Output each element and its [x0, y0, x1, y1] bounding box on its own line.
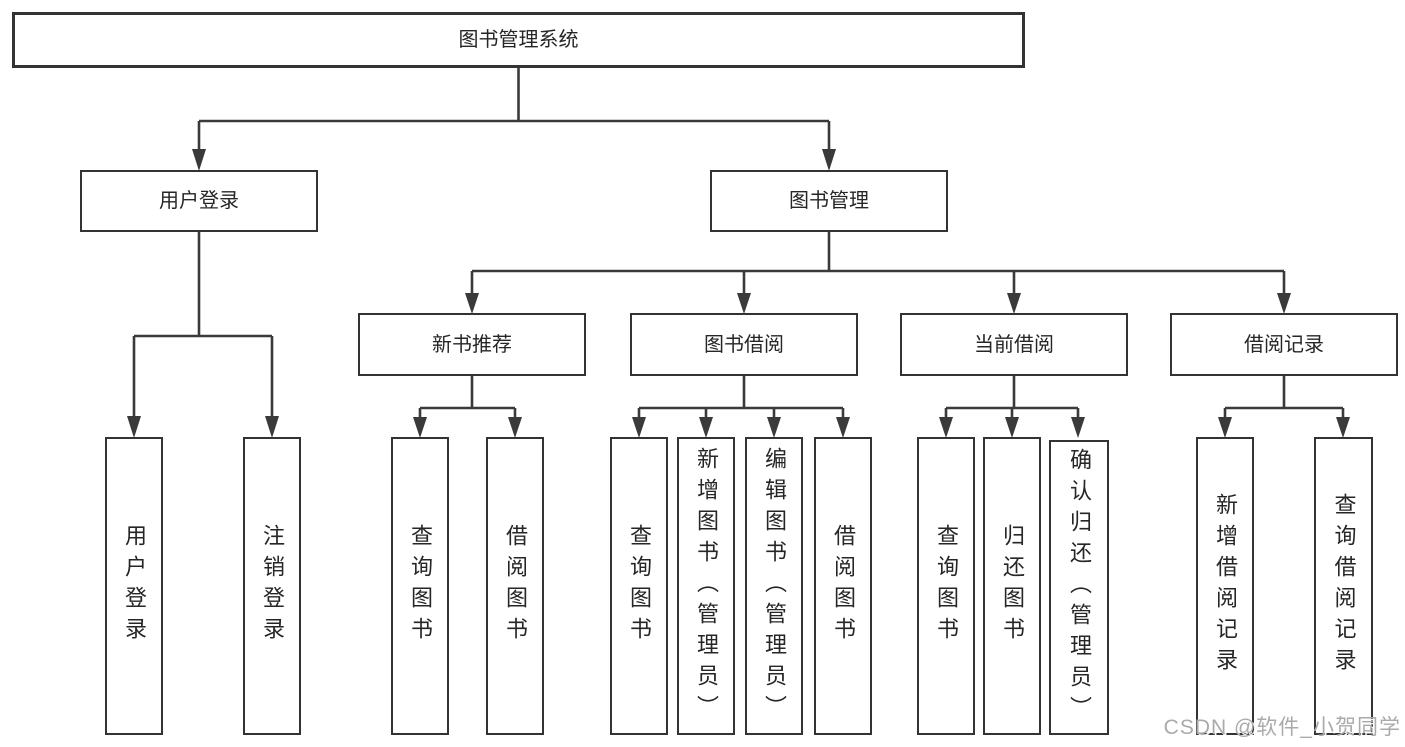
node-current-borrowing: 当前借阅 [900, 313, 1128, 376]
leaf-borrowing-add-books-admin: 新增图书（管理员） [677, 437, 735, 735]
node-borrowing-records: 借阅记录 [1170, 313, 1398, 376]
leaf-borrowing-borrow-books: 借阅图书 [814, 437, 872, 735]
leaf-current-query-books: 查询图书 [917, 437, 975, 735]
leaf-recommend-borrow-books: 借阅图书 [486, 437, 544, 735]
leaf-recommend-query-books: 查询图书 [391, 437, 449, 735]
leaf-current-confirm-return-admin: 确认归还（管理员） [1049, 440, 1109, 735]
node-book-management: 图书管理 [710, 170, 948, 232]
node-new-book-recommendation: 新书推荐 [358, 313, 586, 376]
leaf-borrowing-edit-books-admin: 编辑图书（管理员） [745, 437, 803, 735]
node-library-management-system: 图书管理系统 [12, 12, 1025, 68]
leaf-borrowing-query-books: 查询图书 [610, 437, 668, 735]
leaf-logout: 注销登录 [243, 437, 301, 735]
leaf-records-add-borrow-record: 新增借阅记录 [1196, 437, 1254, 735]
leaf-user-login: 用户登录 [105, 437, 163, 735]
leaf-records-query-borrow-record: 查询借阅记录 [1314, 437, 1373, 735]
node-book-borrowing: 图书借阅 [630, 313, 858, 376]
leaf-current-return-books: 归还图书 [983, 437, 1041, 735]
csdn-watermark: CSDN @软件_小贺同学 [1163, 716, 1401, 739]
node-user-login: 用户登录 [80, 170, 318, 232]
